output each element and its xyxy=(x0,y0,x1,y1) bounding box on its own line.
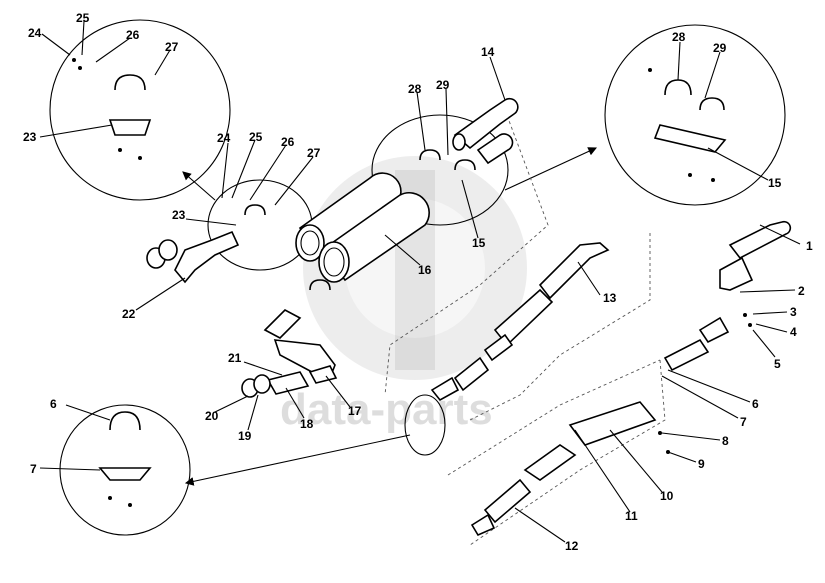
detail-circle-top-right xyxy=(604,24,786,206)
front-pipe-assembly xyxy=(663,220,792,372)
leader-lines xyxy=(39,20,801,543)
callout-4: 4 xyxy=(790,325,797,339)
callout-19: 19 xyxy=(238,429,252,443)
callout-9: 9 xyxy=(698,457,705,471)
callout-23: 23 xyxy=(23,130,37,144)
fastener-dots xyxy=(72,58,752,507)
callout-21: 21 xyxy=(228,351,242,365)
callout-24: 24 xyxy=(217,131,231,145)
callout-11: 11 xyxy=(625,509,638,523)
watermark-text: data-parts xyxy=(280,385,493,434)
callout-25: 25 xyxy=(249,130,263,144)
callout-6: 6 xyxy=(50,397,57,411)
callout-6: 6 xyxy=(752,397,759,411)
callout-5: 5 xyxy=(774,357,781,371)
detail-ellipse-front-hanger xyxy=(207,179,313,271)
callout-13: 13 xyxy=(603,291,617,305)
callout-20: 20 xyxy=(205,409,219,423)
callout-26: 26 xyxy=(126,28,140,42)
mufflers xyxy=(295,172,430,283)
callout-29: 29 xyxy=(436,78,450,92)
callout-23: 23 xyxy=(172,208,186,222)
detail-ellipse-rear-hanger xyxy=(371,114,509,226)
callout-12: 12 xyxy=(565,539,579,553)
callout-labels: 1 2 3 4 5 6 6 7 7 8 9 10 11 12 13 14 15 … xyxy=(23,11,813,553)
callout-29: 29 xyxy=(713,41,727,55)
callout-8: 8 xyxy=(722,434,729,448)
callout-18: 18 xyxy=(300,417,314,431)
pipe-17 xyxy=(263,309,338,384)
callout-24: 24 xyxy=(28,26,42,40)
callout-25: 25 xyxy=(76,11,90,25)
detail-arrows xyxy=(182,147,597,486)
tailpipe-14 xyxy=(452,97,519,165)
callout-14: 14 xyxy=(481,45,495,59)
callout-10: 10 xyxy=(660,489,674,503)
callout-15: 15 xyxy=(768,176,782,190)
pipe-18-21 xyxy=(241,371,310,398)
detail-circle-top-left xyxy=(49,19,231,201)
callout-1: 1 xyxy=(806,239,813,253)
callout-28: 28 xyxy=(408,82,422,96)
pipe-13 xyxy=(430,242,610,402)
callout-27: 27 xyxy=(165,40,179,54)
callout-28: 28 xyxy=(672,30,686,44)
callout-27: 27 xyxy=(307,146,321,160)
pipe-22 xyxy=(146,230,240,284)
callout-26: 26 xyxy=(281,135,295,149)
callout-22: 22 xyxy=(122,307,136,321)
callout-16: 16 xyxy=(418,263,432,277)
rear-pipe-assembly xyxy=(470,401,657,537)
callout-7: 7 xyxy=(740,415,747,429)
callout-3: 3 xyxy=(790,305,797,319)
callout-7: 7 xyxy=(30,462,37,476)
callout-2: 2 xyxy=(798,284,805,298)
callout-17: 17 xyxy=(348,404,362,418)
callout-15: 15 xyxy=(472,236,486,250)
detail-circle-bottom-left xyxy=(59,404,191,536)
detail-ellipse-small-hanger xyxy=(404,394,446,456)
